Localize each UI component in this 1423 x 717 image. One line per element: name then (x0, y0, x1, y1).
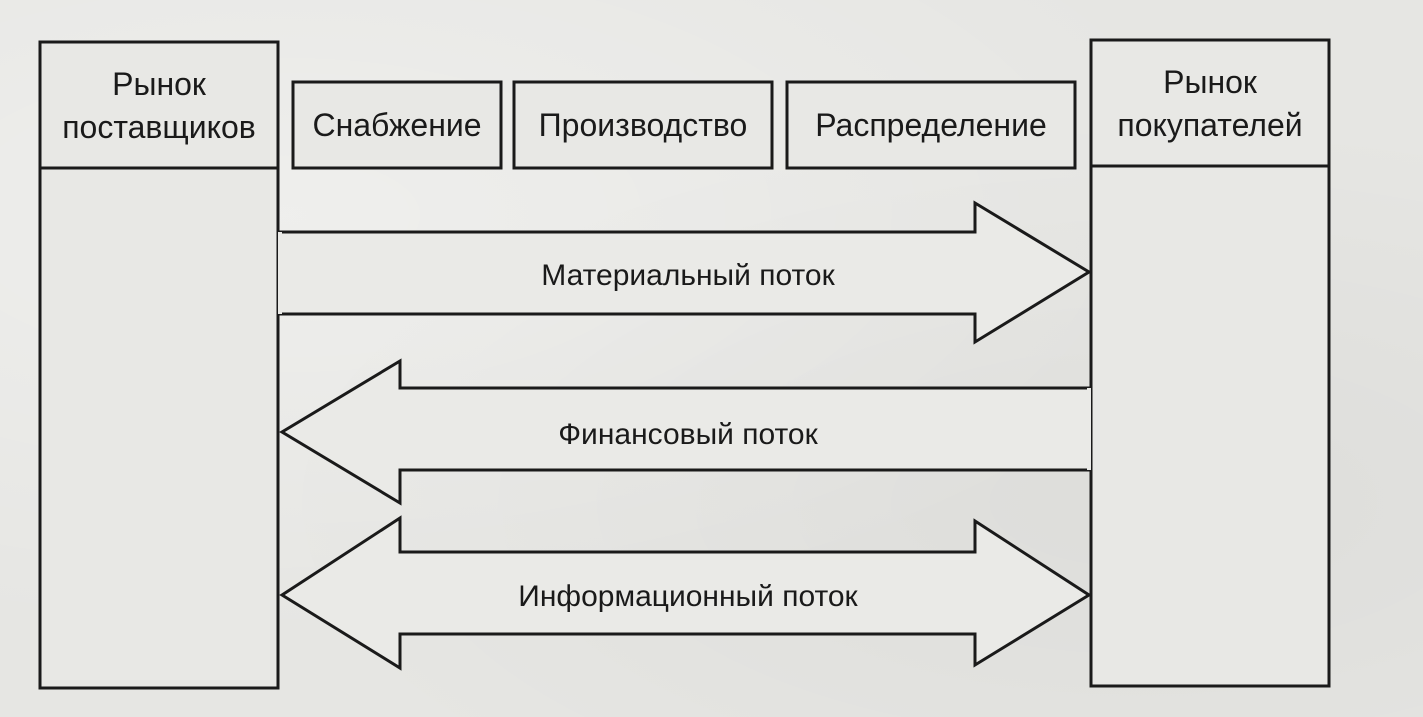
stage-supply: Снабжение (291, 80, 503, 170)
buyers-market-title-line1: Рынок (1163, 64, 1258, 100)
stage-production: Производство (512, 80, 774, 170)
stage-production-label: Производство (539, 107, 748, 143)
information-flow: Информационный поток (279, 515, 1092, 671)
material-flow-arrow (278, 200, 1092, 345)
suppliers-market-title-line1: Рынок (112, 66, 207, 102)
financial-flow-arrow (279, 358, 1091, 506)
financial-flow-label: Финансовый поток (558, 418, 818, 451)
stage-distribution: Распределение (785, 80, 1077, 170)
material-flow-label: Материальный поток (541, 259, 835, 292)
suppliers-market-box (38, 40, 280, 690)
information-flow-arrow (279, 515, 1092, 671)
buyers-market: Рынок покупателей (1089, 38, 1331, 688)
stage-supply-label: Снабжение (312, 107, 481, 143)
stage-supply-box (291, 80, 503, 170)
information-flow-label: Информационный поток (518, 580, 858, 613)
suppliers-market: Рынок поставщиков (38, 40, 280, 690)
financial-flow: Финансовый поток (279, 358, 1091, 506)
suppliers-market-title-line2: поставщиков (62, 109, 256, 145)
stage-distribution-label: Распределение (815, 107, 1047, 143)
buyers-market-title-line2: покупателей (1117, 107, 1302, 143)
stage-production-box (512, 80, 774, 170)
buyers-market-box (1089, 38, 1331, 688)
material-flow: Материальный поток (278, 200, 1092, 345)
stage-distribution-box (785, 80, 1077, 170)
